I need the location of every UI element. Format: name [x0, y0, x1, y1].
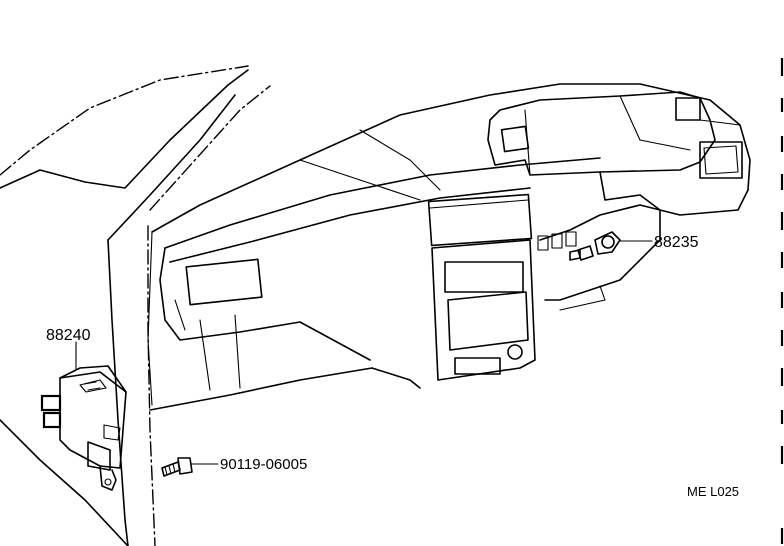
bolt-icon	[161, 457, 193, 477]
bolt-part-label: 90119-06005	[220, 456, 307, 473]
windshield-frame	[0, 65, 271, 546]
figure-code: ME L025	[687, 484, 739, 499]
relay-part-label: 88240	[46, 327, 91, 344]
switch-part-label: 88235	[654, 234, 699, 251]
relay-unit-icon	[40, 365, 127, 491]
ac-switch-icon	[569, 231, 621, 261]
dashboard-outline-icon	[151, 83, 751, 306]
lower-dashboard	[147, 171, 749, 411]
